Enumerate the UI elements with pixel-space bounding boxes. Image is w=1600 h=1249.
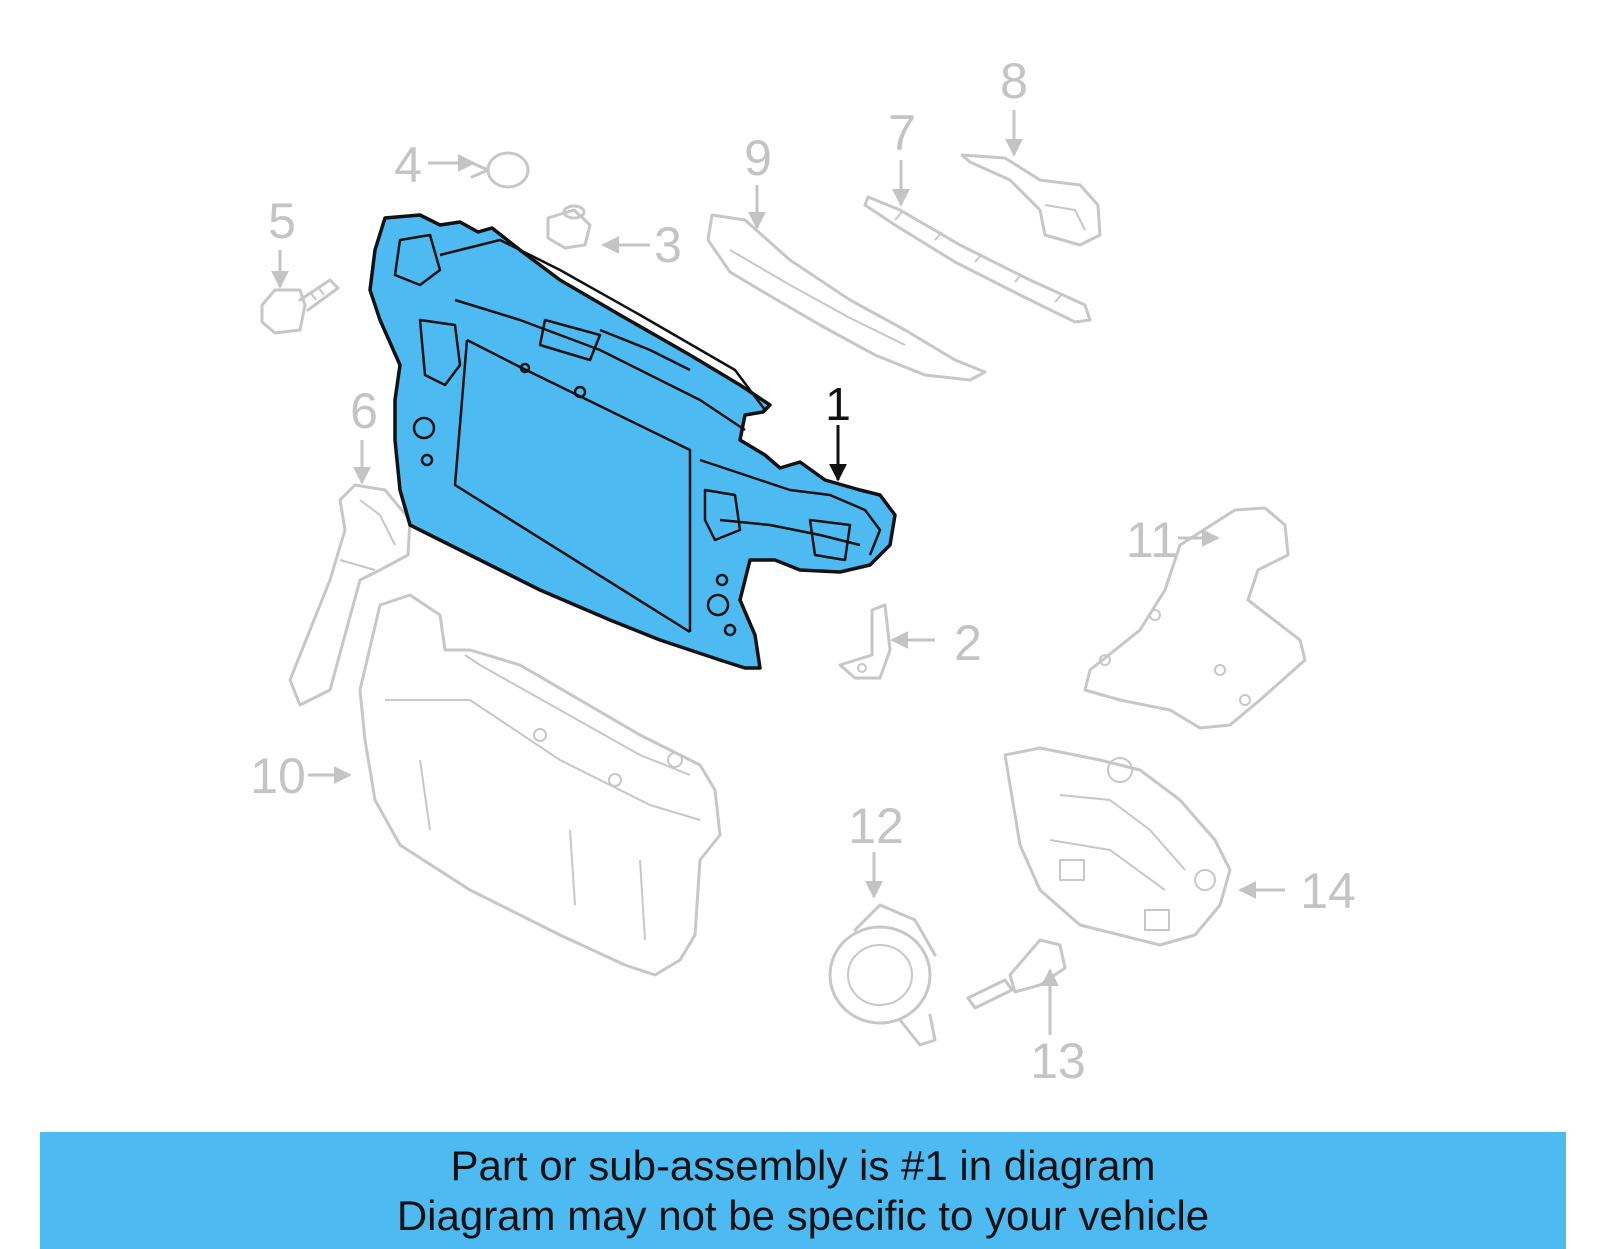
callout-6: 6 <box>350 383 378 439</box>
part-1-radiator-support <box>368 213 897 670</box>
banner-line-2: Diagram may not be specific to your vehi… <box>396 1191 1210 1239</box>
info-banner: Part or sub-assembly is #1 in diagram Di… <box>40 1132 1566 1249</box>
part-9-upper-panel <box>706 213 987 382</box>
callout-5: 5 <box>268 193 296 249</box>
part-11-shield <box>1083 506 1307 730</box>
callout-10: 10 <box>250 748 306 804</box>
part-3-clip <box>546 204 592 250</box>
callout-7: 7 <box>888 105 916 161</box>
callout-9: 9 <box>744 130 772 186</box>
part-14-panel <box>1003 746 1232 947</box>
callout-13: 13 <box>1030 1033 1086 1089</box>
part-8-latch <box>960 153 1102 247</box>
part-2-bracket <box>838 603 892 680</box>
callout-8: 8 <box>1000 53 1028 109</box>
part-7-seal <box>863 195 1092 324</box>
part-12-horn <box>828 903 937 1047</box>
callout-12: 12 <box>848 798 904 854</box>
banner-line-1: Part or sub-assembly is #1 in diagram <box>450 1141 1156 1189</box>
callout-14: 14 <box>1300 863 1356 919</box>
parts-diagram: 1 2 3 4 5 6 7 8 9 10 11 12 13 14 <box>250 53 1356 1089</box>
callout-2: 2 <box>954 615 982 671</box>
part-13-bolt <box>966 938 1067 1010</box>
part-4-clip <box>470 151 530 189</box>
callout-1: 1 <box>825 378 851 430</box>
part-10-carrier <box>358 593 722 977</box>
part-5-bolt <box>260 278 340 335</box>
callout-4: 4 <box>394 137 422 193</box>
callout-11: 11 <box>1126 512 1178 568</box>
part-6-bracket <box>288 483 412 707</box>
callout-3: 3 <box>654 217 682 273</box>
